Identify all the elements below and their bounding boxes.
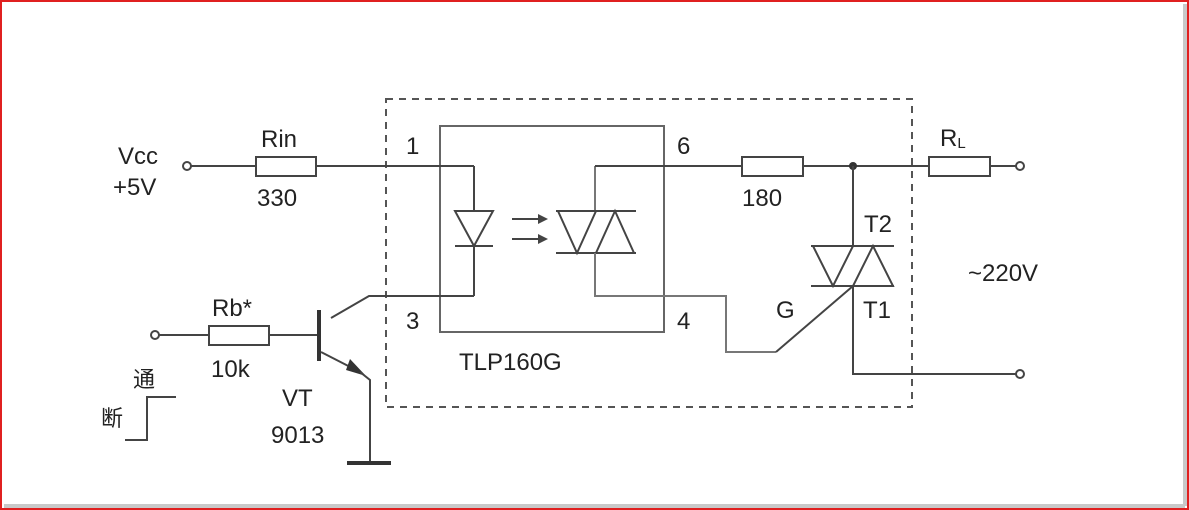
label-t1: T1 — [863, 297, 891, 324]
label-vcc: Vcc — [118, 143, 158, 170]
wire-pin3-collector — [330, 295, 474, 319]
input-terminal — [150, 330, 160, 340]
triac-left-icon — [811, 245, 855, 289]
label-rin: Rin — [261, 126, 297, 153]
module-dashed-outline — [385, 98, 913, 408]
label-pin3: 3 — [406, 308, 419, 335]
label-pin4: 4 — [677, 308, 690, 335]
wire-gate — [775, 285, 854, 353]
frame-shadow-right — [1183, 4, 1187, 506]
label-t2: T2 — [864, 211, 892, 238]
step-signal-icon — [125, 396, 176, 441]
resistor-rin — [255, 156, 317, 177]
label-vt: VT — [282, 385, 313, 412]
label-pin1: 1 — [406, 133, 419, 160]
arrow-head-bottom-icon — [538, 234, 548, 244]
label-vcc-value: +5V — [113, 174, 156, 201]
label-on: 通 — [133, 368, 155, 393]
optocoupler-body — [439, 125, 665, 333]
label-pin6: 6 — [677, 133, 690, 160]
label-ac-voltage: ~220V — [968, 260, 1038, 287]
wire-emitter-ground — [359, 371, 371, 462]
ac-terminal-top — [1015, 161, 1025, 171]
ac-terminal-bottom — [1015, 369, 1025, 379]
label-rb-value: 10k — [211, 356, 251, 383]
label-r180: 180 — [742, 185, 782, 212]
label-gate: G — [776, 297, 795, 324]
wire-t1-terminal — [852, 286, 1016, 375]
arrow-head-top-icon — [538, 214, 548, 224]
label-rl: RL — [940, 125, 966, 152]
resistor-rb — [208, 325, 270, 346]
wire-pin4-gate — [594, 253, 776, 353]
resistor-rl — [928, 156, 991, 177]
triac-right-icon — [851, 243, 895, 287]
label-off: 断 — [101, 407, 123, 432]
label-rb: Rb* — [212, 295, 252, 322]
frame-shadow-bottom — [4, 504, 1185, 508]
phototriac-left-icon — [556, 210, 598, 256]
label-rin-value: 330 — [257, 185, 297, 212]
led-icon — [453, 210, 495, 249]
phototriac-right-icon — [594, 208, 636, 254]
resistor-180 — [741, 156, 804, 177]
label-vt-value: 9013 — [271, 422, 324, 449]
vcc-terminal — [182, 161, 192, 171]
label-chip: TLP160G — [459, 349, 562, 376]
